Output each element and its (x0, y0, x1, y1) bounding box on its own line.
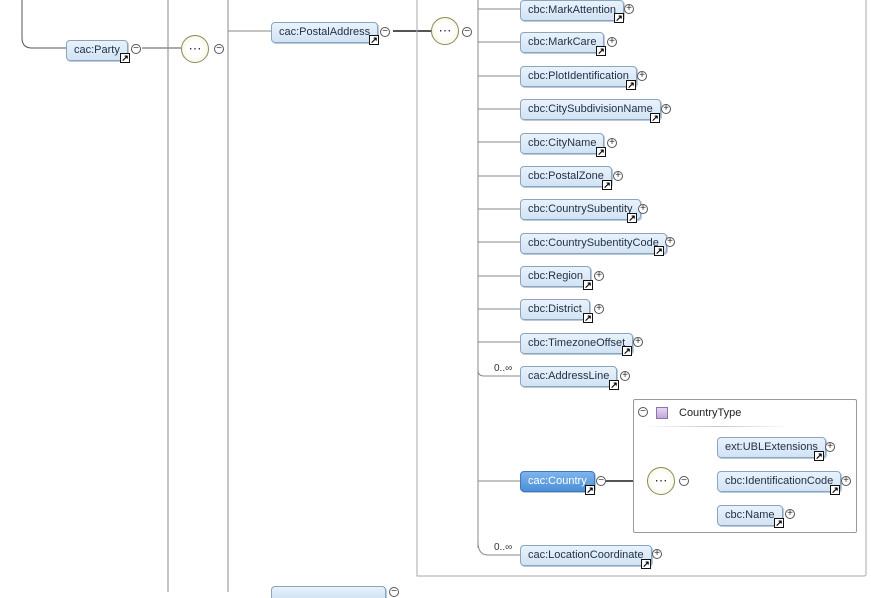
country-type-header: − CountryType (634, 400, 856, 427)
node-location-coordinate[interactable]: cac:LocationCoordinate (520, 545, 652, 566)
node-country[interactable]: cac:Country (520, 471, 595, 492)
reference-arrow-icon: ↗ (627, 213, 637, 223)
country-type-title: CountryType (679, 407, 742, 419)
collapse-toggle-icon[interactable]: − (214, 44, 224, 54)
reference-arrow-icon: ↗ (650, 113, 660, 123)
node-ubl-extensions[interactable]: ext:UBLExtensions (717, 437, 826, 458)
node-name[interactable]: cbc:Name (717, 505, 783, 526)
reference-arrow-icon: ↗ (641, 559, 651, 569)
expand-toggle-icon[interactable]: + (607, 37, 617, 47)
node-region[interactable]: cbc:Region (520, 266, 592, 287)
reference-arrow-icon: ↗ (614, 13, 624, 23)
node-city-name[interactable]: cbc:CityName (520, 133, 605, 154)
reference-arrow-icon: ↗ (585, 485, 595, 495)
expand-toggle-icon[interactable]: + (638, 204, 648, 214)
node-party[interactable]: cac:Party (66, 40, 128, 61)
cardinality-address-line: 0..∞ (494, 363, 513, 374)
complex-type-icon (656, 407, 668, 419)
expand-toggle-icon[interactable]: + (665, 237, 675, 247)
expand-toggle-icon[interactable]: + (652, 549, 662, 559)
reference-arrow-icon: ↗ (622, 346, 632, 356)
reference-arrow-icon: ↗ (369, 35, 379, 45)
expand-toggle-icon[interactable]: + (841, 476, 851, 486)
reference-arrow-icon: ↗ (583, 280, 593, 290)
expand-toggle-icon[interactable]: + (825, 442, 835, 452)
expand-toggle-icon[interactable]: + (607, 138, 617, 148)
collapse-toggle-icon[interactable]: − (462, 27, 472, 37)
reference-arrow-icon: ↗ (609, 380, 619, 390)
sequence-compositor-icon[interactable]: ⋯ (431, 17, 459, 45)
type-header-divider (642, 426, 792, 427)
collapse-toggle-icon[interactable]: − (596, 476, 606, 486)
expand-toggle-icon[interactable]: + (620, 371, 630, 381)
cardinality-location-coordinate: 0..∞ (494, 542, 513, 553)
collapse-toggle-icon[interactable]: − (638, 407, 648, 417)
reference-arrow-icon: ↗ (774, 518, 784, 528)
sequence-compositor-icon[interactable]: ⋯ (647, 467, 675, 495)
collapse-toggle-icon[interactable]: − (679, 476, 689, 486)
node-mark-attention[interactable]: cbc:MarkAttention (520, 0, 625, 21)
node-postal-address[interactable]: cac:PostalAddress (271, 22, 379, 43)
reference-arrow-icon: ↗ (583, 313, 593, 323)
country-type-box: − CountryType (633, 399, 857, 533)
node-next-sibling-partial[interactable] (271, 586, 386, 598)
expand-toggle-icon[interactable]: + (785, 509, 795, 519)
node-mark-care[interactable]: cbc:MarkCare (520, 32, 605, 53)
reference-arrow-icon: ↗ (830, 485, 840, 495)
expand-toggle-icon[interactable]: + (594, 304, 604, 314)
reference-arrow-icon: ↗ (596, 147, 606, 157)
expand-toggle-icon[interactable]: + (637, 71, 647, 81)
sequence-compositor-icon[interactable]: ⋯ (181, 35, 209, 63)
node-identification-code[interactable]: cbc:IdentificationCode (717, 471, 842, 492)
reference-arrow-icon: ↗ (626, 80, 636, 90)
expand-toggle-icon[interactable]: + (661, 104, 671, 114)
collapse-toggle-icon[interactable]: − (380, 27, 390, 37)
node-city-subdivision-name[interactable]: cbc:CitySubdivisionName (520, 99, 661, 120)
expand-toggle-icon[interactable]: + (624, 4, 634, 14)
node-postal-zone[interactable]: cbc:PostalZone (520, 166, 612, 187)
reference-arrow-icon: ↗ (814, 451, 824, 461)
node-country-subentity[interactable]: cbc:CountrySubentity (520, 199, 641, 220)
node-address-line[interactable]: cac:AddressLine (520, 366, 618, 387)
reference-arrow-icon: ↗ (654, 246, 664, 256)
collapse-toggle-icon[interactable]: − (131, 44, 141, 54)
node-district[interactable]: cbc:District (520, 299, 590, 320)
node-plot-identification[interactable]: cbc:PlotIdentification (520, 66, 637, 87)
expand-toggle-icon[interactable]: + (594, 271, 604, 281)
expand-toggle-icon[interactable]: + (613, 171, 623, 181)
node-timezone-offset[interactable]: cbc:TimezoneOffset (520, 333, 634, 354)
expand-toggle-icon[interactable]: + (633, 337, 643, 347)
reference-arrow-icon: ↗ (120, 53, 130, 63)
collapse-toggle-icon[interactable]: − (389, 587, 399, 597)
reference-arrow-icon: ↗ (602, 180, 612, 190)
node-country-subentity-code[interactable]: cbc:CountrySubentityCode (520, 233, 667, 254)
reference-arrow-icon: ↗ (596, 46, 606, 56)
